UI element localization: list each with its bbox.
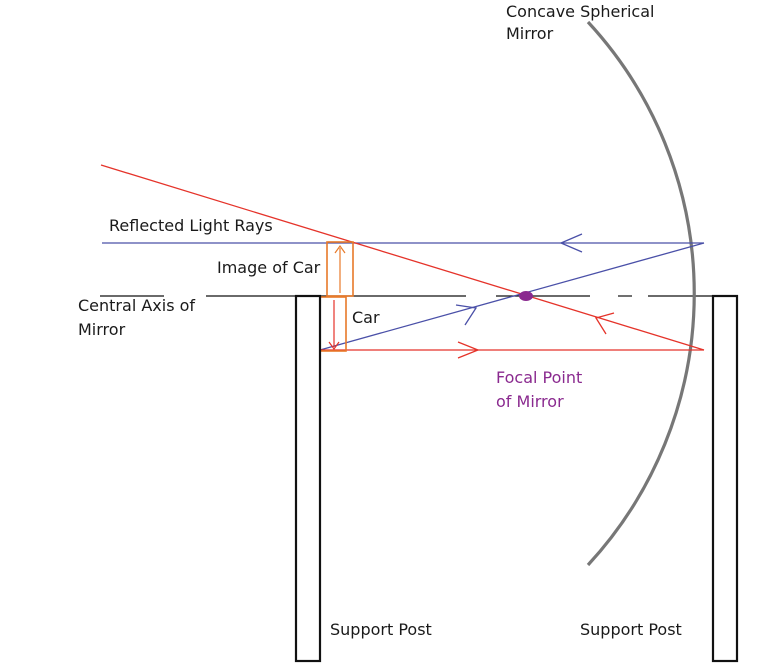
focal-point-label-line1: Focal Point (496, 368, 583, 387)
concave-mirror (586, 20, 696, 567)
focal-point-dot (519, 291, 533, 301)
mirror-label-line1: Concave Spherical (506, 2, 655, 21)
arrow-up-left-icon (594, 312, 615, 335)
arrow-up-right-icon (455, 304, 478, 326)
reflected-rays-label: Reflected Light Rays (109, 216, 273, 235)
support-post-left-label: Support Post (330, 620, 432, 639)
arrow-right-icon (457, 341, 480, 359)
mirror-label-line2: Mirror (506, 24, 554, 43)
arrow-down-icon (328, 341, 340, 351)
incident-ray-diagonal (100, 164, 705, 351)
car-label: Car (352, 308, 380, 327)
central-axis-label-line1: Central Axis of (78, 296, 196, 315)
image-of-car (326, 241, 354, 297)
arrow-up-icon (334, 244, 346, 254)
support-post-right (711, 294, 739, 663)
image-of-car-label: Image of Car (217, 258, 321, 277)
reflected-rays (102, 233, 705, 351)
car (319, 296, 347, 352)
reflected-ray-diagonal (319, 242, 705, 351)
incident-rays (100, 164, 705, 359)
arrow-left-icon (559, 233, 583, 253)
support-post-right-label: Support Post (580, 620, 682, 639)
central-axis-label-line2: Mirror (78, 320, 126, 339)
support-post-left (294, 294, 322, 663)
focal-point-label-line2: of Mirror (496, 392, 564, 411)
